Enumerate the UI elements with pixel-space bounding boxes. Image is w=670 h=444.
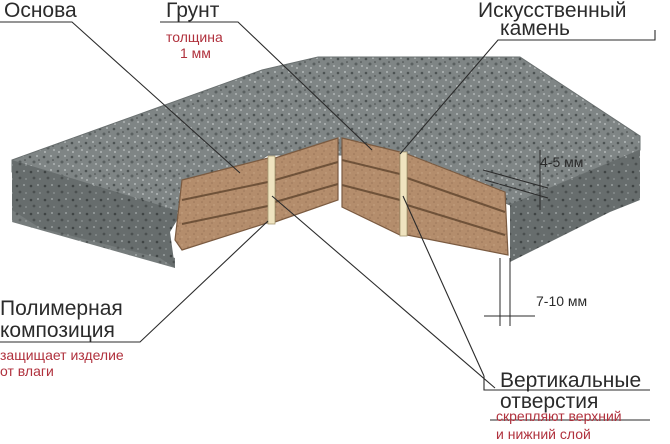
leader-stone — [399, 30, 656, 155]
label-dim-thickness: 4-5 мм — [540, 154, 584, 170]
label-polymer-sub-1: защищает изделие — [0, 347, 124, 363]
label-grunt-sub-1: толщина — [166, 29, 223, 45]
label-holes-sub-2: и нижний слой — [496, 426, 591, 442]
label-polymer-sub-2: от влаги — [0, 363, 54, 379]
label-stone-1: Искусственный — [478, 0, 627, 22]
label-holes-1: Вертикальные — [500, 369, 642, 392]
label-dim-hole: 7-10 мм — [536, 293, 588, 309]
label-polymer-1: Полимерная — [0, 297, 123, 320]
countertop-front-edge-right — [510, 150, 640, 262]
countertop-front-edge-left — [12, 160, 182, 268]
label-grunt-sub-2: 1 мм — [180, 45, 211, 61]
base-core — [174, 137, 509, 256]
label-polymer-2: композиция — [0, 319, 115, 342]
label-holes-2: отверстия — [500, 390, 599, 413]
dim-thickness-tick-top — [482, 169, 549, 189]
leader-holes-base — [483, 376, 650, 391]
label-osnova: Основа — [4, 0, 77, 22]
countertop-lower-band — [12, 205, 175, 268]
leader-osnova — [0, 21, 241, 174]
leader-grunt — [160, 21, 373, 151]
vertical-hole-right — [399, 151, 408, 237]
leader-holes-right — [402, 195, 485, 377]
label-grunt: Грунт — [166, 0, 220, 22]
vertical-hole-left — [267, 155, 276, 225]
dim-thickness-tick-bottom — [484, 179, 549, 199]
leader-polymer — [0, 220, 269, 343]
label-stone-2: камень — [500, 17, 570, 40]
leader-holes-left — [271, 195, 496, 389]
label-holes-sub-1: скрепляют верхний — [496, 408, 622, 424]
